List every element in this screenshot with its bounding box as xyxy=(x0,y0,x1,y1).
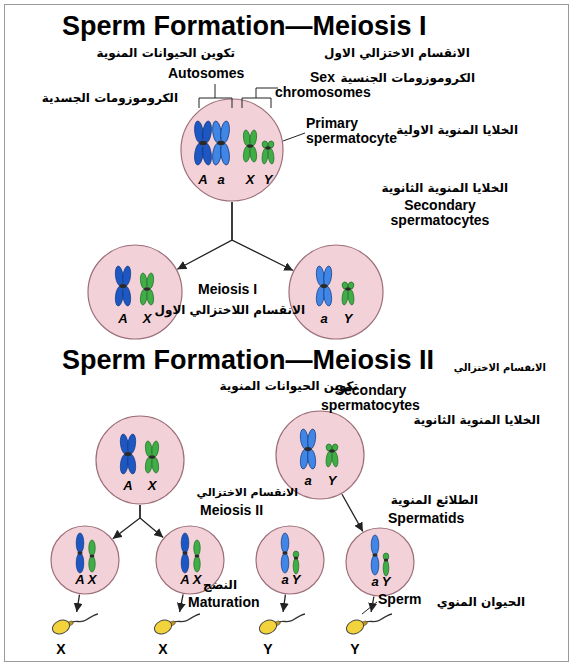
cell-outline xyxy=(345,527,415,597)
allele-letter: Y xyxy=(261,173,275,187)
arabic-label: الحيوان المنوي xyxy=(425,596,525,609)
cell-circle: aY xyxy=(345,527,415,597)
sperm-cell: Y xyxy=(342,612,392,658)
allele-letter: A xyxy=(116,312,130,326)
allele-letter: A xyxy=(196,173,210,187)
allele-letter: Y xyxy=(261,642,275,656)
cell-outline xyxy=(50,525,120,595)
arabic-label: الخلايا المنوية الاولية xyxy=(383,124,518,137)
allele-letter: A xyxy=(178,573,192,587)
leader-line xyxy=(362,602,377,614)
allele-letter: A xyxy=(73,573,87,587)
arabic-label: تكوين الحيوانات المنوية xyxy=(100,47,235,60)
allele-letter: a xyxy=(368,575,382,589)
connector-arrow xyxy=(140,505,163,538)
diagram-title: Sperm Formation—Meiosis I xyxy=(62,12,427,42)
cell-circle: AX xyxy=(50,525,120,595)
text-label: Maturation xyxy=(188,595,278,610)
cell-membrane xyxy=(88,245,182,339)
text-label: Autosomes xyxy=(168,66,268,81)
arabic-label: الانقسام الاختزالي xyxy=(466,362,546,373)
allele-letter: Y xyxy=(325,474,339,488)
outer-frame xyxy=(5,5,569,662)
sperm-tail xyxy=(277,614,305,623)
cell-membrane xyxy=(156,526,224,594)
arabic-label: الكروموزومات الجسدية xyxy=(50,92,178,105)
arabic-label: الخلايا المنوية الثانوية xyxy=(400,414,540,427)
allele-letter: X xyxy=(190,573,204,587)
allele-letter: Y xyxy=(289,573,303,587)
text-label: Spermatids xyxy=(388,511,478,526)
sperm-shape xyxy=(48,612,98,658)
arabic-label: الانقسام الاختزالي الاول xyxy=(322,47,472,60)
sperm-tail xyxy=(70,614,98,623)
text-label: Sperm xyxy=(378,592,438,607)
leader-line xyxy=(283,133,305,141)
allele-letter: X xyxy=(243,173,257,187)
sperm-shape xyxy=(150,612,200,658)
allele-letter: Y xyxy=(341,312,355,326)
cell-circle: aY xyxy=(288,244,384,340)
cell-outline xyxy=(255,525,325,595)
allele-letter: a xyxy=(278,573,292,587)
allele-letter: a xyxy=(317,312,331,326)
cell-membrane xyxy=(96,416,184,504)
arabic-label: الكروموزومات الجنسية xyxy=(340,72,475,85)
cell-membrane xyxy=(181,99,283,201)
sperm-head xyxy=(344,617,366,636)
cell-membrane xyxy=(51,526,119,594)
cell-circle: AX xyxy=(87,244,183,340)
sperm-tail xyxy=(172,614,200,623)
arabic-label: النضج xyxy=(195,579,245,592)
text-label: Secondary spermatocytes xyxy=(385,198,495,229)
cell-outline xyxy=(87,244,183,340)
sperm-tail xyxy=(364,614,392,623)
allele-letter: Y xyxy=(348,642,362,656)
cell-circle: AX xyxy=(95,415,185,505)
arabic-label: الخلايا المنوية الثانوية xyxy=(368,182,508,195)
connector-arrow xyxy=(113,505,140,539)
text-label: Primary spermatocyte xyxy=(306,116,401,147)
text-label: Meiosis II xyxy=(200,503,290,518)
allele-letter: X xyxy=(145,479,159,493)
cell-membrane xyxy=(289,245,383,339)
allele-letter: a xyxy=(301,474,315,488)
cell-circle: Aa XY xyxy=(180,98,284,202)
text-label: Meiosis I xyxy=(198,282,278,297)
connector-arrow xyxy=(232,202,293,271)
allele-letter: X xyxy=(140,312,154,326)
arabic-label: الطلائع المنوية xyxy=(383,494,478,507)
cell-membrane xyxy=(256,526,324,594)
cell-membrane xyxy=(276,411,364,499)
allele-letter: X xyxy=(54,642,68,656)
cell-outline xyxy=(95,415,185,505)
allele-letter: X xyxy=(85,573,99,587)
arabic-label: الانقسام اللاختزالي الاول xyxy=(160,304,305,317)
connector-arrow xyxy=(180,594,184,612)
sperm-head xyxy=(152,617,174,636)
connector-arrow xyxy=(77,595,80,612)
sperm-cell: X xyxy=(150,612,200,658)
connector-arrow xyxy=(371,597,374,613)
cell-outline xyxy=(288,244,384,340)
allele-letter: Y xyxy=(379,575,393,589)
text-label: Secondary spermatocytes xyxy=(318,383,423,414)
sperm-head xyxy=(50,617,72,636)
sperm-head xyxy=(257,617,279,636)
allele-letter: X xyxy=(156,642,170,656)
sperm-cell: Y xyxy=(255,612,305,658)
connector-arrow xyxy=(177,202,232,269)
arabic-label: الانقسام الاختزالي xyxy=(198,487,298,499)
cell-circle: aY xyxy=(255,525,325,595)
connector-arrow xyxy=(342,494,363,531)
connector-arrow xyxy=(283,595,285,612)
allele-letter: A xyxy=(121,479,135,493)
sperm-shape xyxy=(255,612,305,658)
allele-letter: a xyxy=(214,173,228,187)
sperm-cell: X xyxy=(48,612,98,658)
sperm-shape xyxy=(342,612,392,658)
cell-membrane xyxy=(346,528,414,596)
